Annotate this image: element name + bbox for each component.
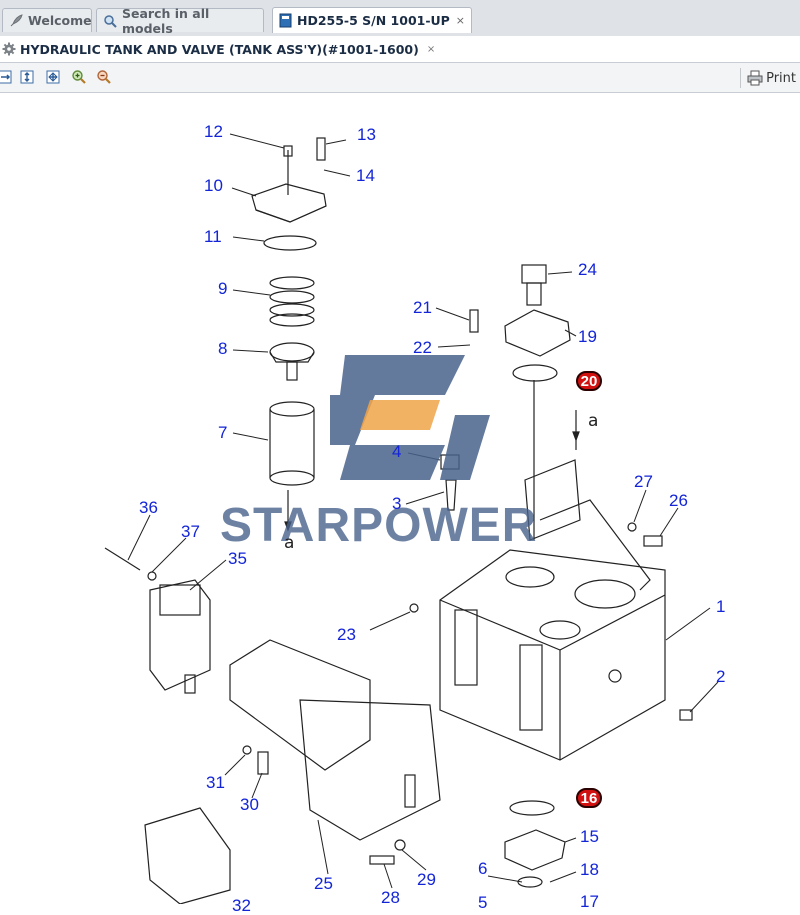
callout-27[interactable]: 27 — [634, 472, 653, 491]
callout-26[interactable]: 26 — [669, 491, 688, 510]
zoom-out-icon[interactable] — [95, 68, 113, 86]
sub-tab-label: HYDRAULIC TANK AND VALVE (TANK ASS'Y)(#1… — [20, 41, 419, 57]
sub-tab-bar: HYDRAULIC TANK AND VALVE (TANK ASS'Y)(#1… — [0, 36, 800, 63]
tab-welcome[interactable]: Welcome — [2, 8, 92, 32]
callout-4[interactable]: 4 — [392, 442, 402, 461]
close-icon[interactable]: × — [426, 43, 436, 55]
zoom-in-icon[interactable] — [70, 68, 88, 86]
callout-15[interactable]: 15 — [580, 827, 599, 846]
watermark-logo-shape — [330, 355, 490, 480]
tab-bar: Welcome Search in all models HD255-5 S/N… — [0, 0, 800, 37]
callout-21[interactable]: 21 — [413, 298, 432, 317]
print-button[interactable]: Print — [740, 68, 796, 88]
exploded-view-drawing — [104, 133, 719, 904]
print-label: Print — [766, 70, 796, 86]
callout-24[interactable]: 24 — [578, 260, 597, 279]
callout-23[interactable]: 23 — [337, 625, 356, 644]
printer-icon — [747, 70, 763, 86]
parts-diagram: STARPOWER a a 12 13 10 14 11 9 21 24 8 2… — [0, 93, 800, 914]
callout-18[interactable]: 18 — [580, 860, 599, 879]
tab-search-all-models[interactable]: Search in all models — [96, 6, 264, 36]
callout-32[interactable]: 32 — [232, 896, 251, 915]
tab-model-hd255[interactable]: HD255-5 S/N 1001-UP × — [272, 7, 472, 33]
callout-28[interactable]: 28 — [381, 888, 400, 907]
callout-36[interactable]: 36 — [139, 498, 158, 517]
callout-10[interactable]: 10 — [204, 176, 223, 195]
close-icon[interactable]: × — [455, 14, 465, 27]
callout-29[interactable]: 29 — [417, 870, 436, 889]
callout-3[interactable]: 3 — [392, 494, 402, 513]
callout-35[interactable]: 35 — [228, 549, 247, 568]
tab-label: Welcome — [28, 13, 92, 28]
watermark-text: STARPOWER — [220, 499, 538, 552]
magnifier-icon — [103, 14, 117, 28]
callout-badge-16[interactable]: 16 — [576, 788, 602, 808]
callout-12[interactable]: 12 — [204, 122, 223, 141]
callout-9[interactable]: 9 — [218, 279, 228, 298]
tab-label: HD255-5 S/N 1001-UP — [297, 13, 450, 28]
callout-30[interactable]: 30 — [240, 795, 259, 814]
callout-25[interactable]: 25 — [314, 874, 333, 893]
callout-14[interactable]: 14 — [356, 166, 375, 185]
rocket-icon — [9, 13, 23, 28]
callout-11[interactable]: 11 — [204, 227, 222, 246]
view-arrow-label: a — [588, 411, 599, 431]
viewer-toolbar: Print — [0, 63, 800, 93]
fit-width-icon[interactable] — [0, 68, 14, 86]
callout-badge-20[interactable]: 20 — [576, 371, 602, 391]
callout-2[interactable]: 2 — [716, 667, 726, 686]
callout-6[interactable]: 6 — [478, 859, 488, 878]
book-icon — [279, 13, 292, 28]
callout-8[interactable]: 8 — [218, 339, 228, 358]
callout-7[interactable]: 7 — [218, 423, 228, 442]
gear-icon — [2, 42, 16, 56]
fit-height-icon[interactable] — [18, 68, 36, 86]
callout-5[interactable]: 5 — [478, 893, 488, 912]
view-arrow-label: a — [284, 533, 295, 553]
tab-hydraulic-tank[interactable]: HYDRAULIC TANK AND VALVE (TANK ASS'Y)(#1… — [0, 38, 435, 60]
tab-label: Search in all models — [122, 5, 210, 36]
callout-31[interactable]: 31 — [206, 773, 225, 792]
callout-19[interactable]: 19 — [578, 327, 597, 346]
toolbar-divider — [740, 68, 742, 88]
callout-1[interactable]: 1 — [716, 597, 726, 616]
callout-37[interactable]: 37 — [181, 522, 200, 541]
fit-page-icon[interactable] — [44, 68, 62, 86]
callout-22[interactable]: 22 — [413, 338, 432, 357]
callout-17[interactable]: 17 — [580, 892, 599, 911]
callout-13[interactable]: 13 — [357, 125, 376, 144]
